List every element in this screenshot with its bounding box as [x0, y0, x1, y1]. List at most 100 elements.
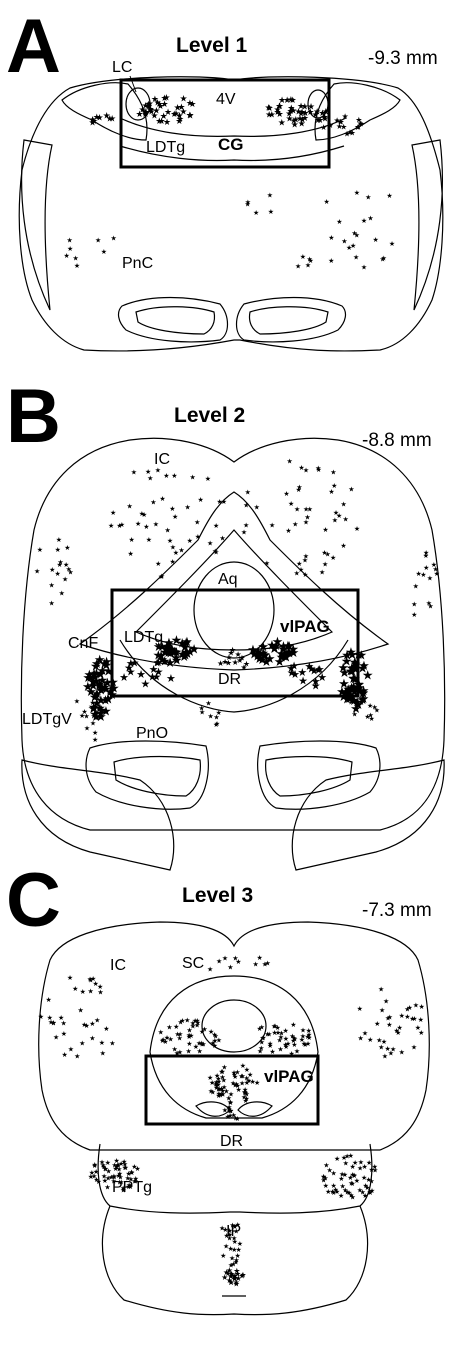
- labeled-cell-star-icon: ★: [322, 560, 328, 568]
- labeled-cell-star-icon: ★: [328, 234, 334, 242]
- labeled-cell-star-icon: ★: [38, 1013, 44, 1021]
- panel-a-label-cg: CG: [218, 135, 244, 154]
- labeled-cell-star-icon: ★: [72, 985, 78, 993]
- labeled-cell-star-icon: ★: [155, 466, 161, 474]
- labeled-cell-star-icon: ★: [187, 537, 193, 545]
- labeled-cell-star-icon: ★: [89, 1169, 95, 1177]
- labeled-cell-star-icon: ★: [348, 1192, 354, 1200]
- labeled-cell-star-icon: ★: [100, 1050, 106, 1058]
- labeled-cell-star-icon: ★: [418, 1029, 424, 1037]
- labeled-cell-star-icon: ★: [88, 977, 94, 985]
- labeled-cell-star-icon: ★: [365, 194, 371, 202]
- labeled-cell-star-icon: ★: [342, 516, 348, 524]
- labeled-cell-star-icon: ★: [273, 105, 281, 115]
- labeled-cell-star-icon: ★: [341, 500, 347, 508]
- labeled-cell-star-icon: ★: [404, 1005, 410, 1013]
- labeled-cell-star-icon: ★: [292, 115, 300, 125]
- labeled-cell-star-icon: ★: [307, 257, 313, 265]
- labeled-cell-star-icon: ★: [347, 672, 359, 687]
- labeled-cell-star-icon: ★: [142, 108, 150, 118]
- labeled-cell-star-icon: ★: [100, 1163, 106, 1171]
- labeled-cell-star-icon: ★: [361, 1174, 367, 1182]
- labeled-cell-star-icon: ★: [354, 525, 360, 533]
- labeled-cell-star-icon: ★: [219, 535, 225, 543]
- labeled-cell-star-icon: ★: [46, 996, 52, 1004]
- labeled-cell-star-icon: ★: [380, 256, 386, 264]
- labeled-cell-star-icon: ★: [243, 659, 250, 668]
- labeled-cell-star-icon: ★: [301, 1040, 307, 1048]
- labeled-cell-star-icon: ★: [290, 1021, 296, 1029]
- labeled-cell-star-icon: ★: [67, 569, 73, 577]
- labeled-cell-star-icon: ★: [55, 546, 61, 554]
- labeled-cell-star-icon: ★: [330, 468, 336, 476]
- labeled-cell-star-icon: ★: [289, 96, 297, 106]
- labeled-cell-star-icon: ★: [54, 570, 60, 578]
- labeled-cell-star-icon: ★: [339, 1171, 345, 1179]
- labeled-cell-star-icon: ★: [264, 652, 276, 667]
- labeled-cell-star-icon: ★: [264, 104, 272, 114]
- labeled-cell-star-icon: ★: [264, 959, 270, 967]
- panel-b-left-pontine: [86, 741, 208, 809]
- labeled-cell-star-icon: ★: [229, 646, 236, 655]
- labeled-cell-star-icon: ★: [409, 1015, 415, 1023]
- labeled-cell-star-icon: ★: [174, 1050, 180, 1058]
- labeled-cell-star-icon: ★: [368, 715, 374, 723]
- labeled-cell-star-icon: ★: [268, 208, 274, 216]
- labeled-cell-star-icon: ★: [90, 699, 96, 707]
- panel-c-coordinate: -7.3 mm: [362, 900, 432, 921]
- labeled-cell-star-icon: ★: [320, 123, 327, 132]
- labeled-cell-star-icon: ★: [145, 468, 151, 476]
- labeled-cell-star-icon: ★: [189, 473, 195, 481]
- labeled-cell-star-icon: ★: [245, 489, 251, 497]
- labeled-cell-star-icon: ★: [245, 200, 251, 208]
- labeled-cell-star-icon: ★: [351, 230, 357, 238]
- labeled-cell-star-icon: ★: [117, 1178, 123, 1186]
- labeled-cell-star-icon: ★: [103, 1025, 109, 1033]
- labeled-cell-star-icon: ★: [431, 561, 437, 569]
- labeled-cell-star-icon: ★: [232, 955, 238, 963]
- panel-a-label-4v: 4V: [216, 91, 236, 108]
- labeled-cell-star-icon: ★: [74, 262, 80, 270]
- labeled-cell-star-icon: ★: [427, 574, 433, 582]
- labeled-cell-star-icon: ★: [309, 665, 319, 678]
- labeled-cell-star-icon: ★: [232, 658, 239, 667]
- labeled-cell-star-icon: ★: [418, 1016, 424, 1024]
- labeled-cell-star-icon: ★: [103, 111, 111, 121]
- panel-b-label-vlpag: vlPAG: [280, 617, 330, 636]
- labeled-cell-star-icon: ★: [226, 1266, 233, 1275]
- labeled-cell-star-icon: ★: [193, 1043, 199, 1051]
- labeled-cell-star-icon: ★: [58, 1014, 64, 1022]
- labeled-cell-star-icon: ★: [92, 729, 98, 737]
- labeled-cell-star-icon: ★: [323, 1162, 329, 1170]
- labeled-cell-star-icon: ★: [178, 547, 184, 555]
- panel-b-label-dr: DR: [218, 671, 241, 688]
- labeled-cell-star-icon: ★: [342, 1186, 348, 1194]
- labeled-cell-star-icon: ★: [243, 501, 249, 509]
- labeled-cell-star-icon: ★: [367, 1189, 373, 1197]
- labeled-cell-star-icon: ★: [343, 130, 350, 139]
- labeled-cell-star-icon: ★: [244, 1090, 250, 1098]
- labeled-cell-star-icon: ★: [205, 475, 211, 483]
- labeled-cell-star-icon: ★: [319, 569, 325, 577]
- labeled-cell-star-icon: ★: [158, 117, 166, 127]
- labeled-cell-star-icon: ★: [302, 557, 308, 565]
- labeled-cell-star-icon: ★: [295, 263, 301, 271]
- labeled-cell-star-icon: ★: [232, 1114, 238, 1122]
- labeled-cell-star-icon: ★: [328, 257, 334, 265]
- panel-c-label-sc: SC: [182, 955, 204, 972]
- labeled-cell-star-icon: ★: [77, 1007, 83, 1015]
- panel-c-letter: C: [6, 858, 61, 943]
- labeled-cell-star-icon: ★: [386, 192, 392, 200]
- labeled-cell-star-icon: ★: [369, 1166, 375, 1174]
- labeled-cell-star-icon: ★: [254, 1079, 260, 1087]
- labeled-cell-star-icon: ★: [119, 521, 125, 529]
- labeled-cell-star-icon: ★: [150, 499, 156, 507]
- labeled-cell-star-icon: ★: [434, 570, 440, 578]
- labeled-cell-star-icon: ★: [166, 1024, 172, 1032]
- labeled-cell-star-icon: ★: [67, 974, 73, 982]
- labeled-cell-star-icon: ★: [158, 1028, 164, 1036]
- labeled-cell-star-icon: ★: [59, 590, 65, 598]
- labeled-cell-star-icon: ★: [379, 1006, 385, 1014]
- labeled-cell-star-icon: ★: [74, 698, 80, 706]
- labeled-cell-star-icon: ★: [169, 505, 175, 513]
